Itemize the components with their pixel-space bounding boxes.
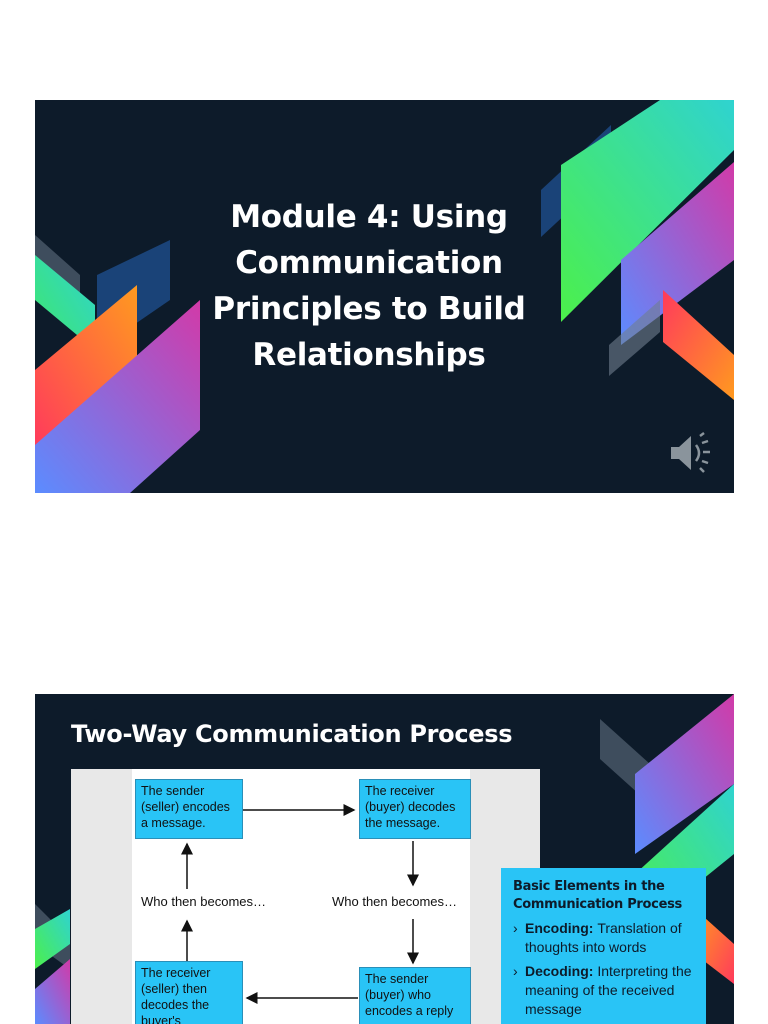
chevron-right-icon: ›	[513, 963, 518, 979]
sender-encodes-box: The sender (seller) encodes a message.	[135, 779, 243, 839]
speaker-audio-icon[interactable]	[667, 430, 715, 476]
diagram-arrows	[181, 804, 419, 1004]
definition-decoding: Interpreting the meaning of the received…	[525, 963, 692, 1017]
decorative-gradient-shapes	[35, 100, 734, 493]
chevron-right-icon: ›	[513, 920, 518, 936]
term-encoding: Encoding:	[525, 920, 598, 936]
sender-buyer-encodes-box: The sender (buyer) who encodes a reply m…	[359, 967, 471, 1024]
becomes-label-right: Who then becomes…	[332, 894, 458, 909]
becomes-label-left: Who then becomes…	[141, 894, 267, 909]
title-slide: Module 4: Using Communication Principles…	[35, 100, 734, 493]
definition-encoding: Translation of thoughts into words	[525, 920, 682, 955]
receiver-decodes-box: The receiver (buyer) decodes the message…	[359, 779, 471, 839]
term-decoding: Decoding:	[525, 963, 598, 979]
list-item: › Encoding: Translation of thoughts into…	[513, 919, 696, 957]
communication-process-diagram: The sender (seller) encodes a message. T…	[71, 769, 540, 1024]
receiver-seller-decodes-box: The receiver (seller) then decodes the b…	[135, 961, 243, 1024]
list-item: › Decoding: Interpreting the meaning of …	[513, 962, 696, 1019]
content-slide: Two-Way Communication Process The sender…	[35, 694, 734, 1024]
slide-title: Module 4: Using Communication Principles…	[212, 199, 526, 373]
basic-elements-callout: Basic Elements in the Communication Proc…	[501, 868, 706, 1024]
callout-heading: Basic Elements in the Communication Proc…	[513, 879, 682, 912]
slide-title: Two-Way Communication Process	[71, 720, 513, 748]
